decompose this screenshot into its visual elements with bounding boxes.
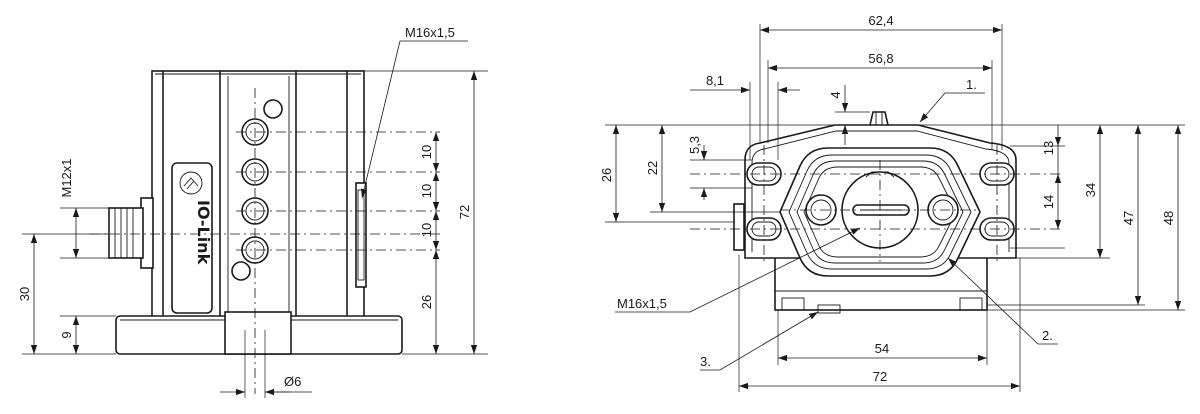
front-centerlines [90, 88, 440, 394]
front-base-plate [115, 311, 403, 355]
label-h13: 13 [1041, 141, 1056, 155]
label-width-top: 62,4 [868, 13, 893, 28]
label-m12: M12x1 [59, 158, 74, 197]
label-width-mid: 56,8 [868, 51, 893, 66]
side-extension-lines [605, 24, 1185, 392]
label-width-72: 72 [873, 369, 887, 384]
io-link-logo-text: IO-Link [194, 200, 213, 265]
label-h26: 26 [599, 168, 614, 182]
side-connector-stub [733, 203, 745, 251]
label-m16-front: M16x1,5 [405, 25, 455, 40]
leader-m16-side [615, 227, 861, 313]
label-h22: 22 [645, 161, 660, 175]
label-offset: 8,1 [706, 73, 724, 88]
label-h47: 47 [1121, 211, 1136, 225]
side-dimension-labels: 62,4 56,8 8,1 4 5,3 22 26 13 14 34 47 48… [599, 13, 1176, 384]
label-h14: 14 [1041, 195, 1056, 209]
label-width-54: 54 [875, 341, 889, 356]
side-top-nub [869, 111, 889, 126]
m12-connector [108, 197, 154, 269]
label-callout-3: 3. [700, 354, 711, 369]
side-centerlines [690, 145, 1060, 262]
label-m16-side: M16x1,5 [617, 296, 667, 311]
front-holes [231, 99, 283, 281]
leader-callout-1 [919, 92, 985, 123]
leader-callout-3 [700, 311, 819, 371]
label-spacing-3: 10 [419, 223, 434, 237]
label-hole-dia: Ø6 [284, 374, 301, 389]
label-callout-2: 2. [1042, 328, 1053, 343]
label-h34: 34 [1083, 183, 1098, 197]
front-view: IO-Link [17, 25, 488, 398]
label-small-5-3: 5,3 [687, 136, 702, 154]
m16-leader-front [361, 40, 468, 199]
front-dimension-lines [30, 71, 478, 396]
side-leaders [615, 92, 1058, 371]
side-dimension-lines [612, 26, 1182, 390]
label-bottom-to-hole: 26 [419, 295, 434, 309]
label-base-height: 9 [59, 331, 74, 338]
label-small-4: 4 [828, 91, 843, 98]
label-axis-height: 30 [17, 287, 32, 301]
label-h48: 48 [1161, 211, 1176, 225]
io-link-label: IO-Link [171, 162, 213, 314]
label-callout-1: 1. [966, 77, 977, 92]
label-overall-height: 72 [457, 205, 472, 219]
leader-callout-2 [947, 257, 1058, 345]
front-dimension-labels: M16x1,5 10 10 10 26 72 30 9 M12x1 Ø6 [17, 25, 472, 389]
side-view: 62,4 56,8 8,1 4 5,3 22 26 13 14 34 47 48… [599, 13, 1185, 392]
m16-gland-front [355, 182, 367, 288]
label-spacing-2: 10 [419, 184, 434, 198]
label-spacing-1: 10 [419, 145, 434, 159]
